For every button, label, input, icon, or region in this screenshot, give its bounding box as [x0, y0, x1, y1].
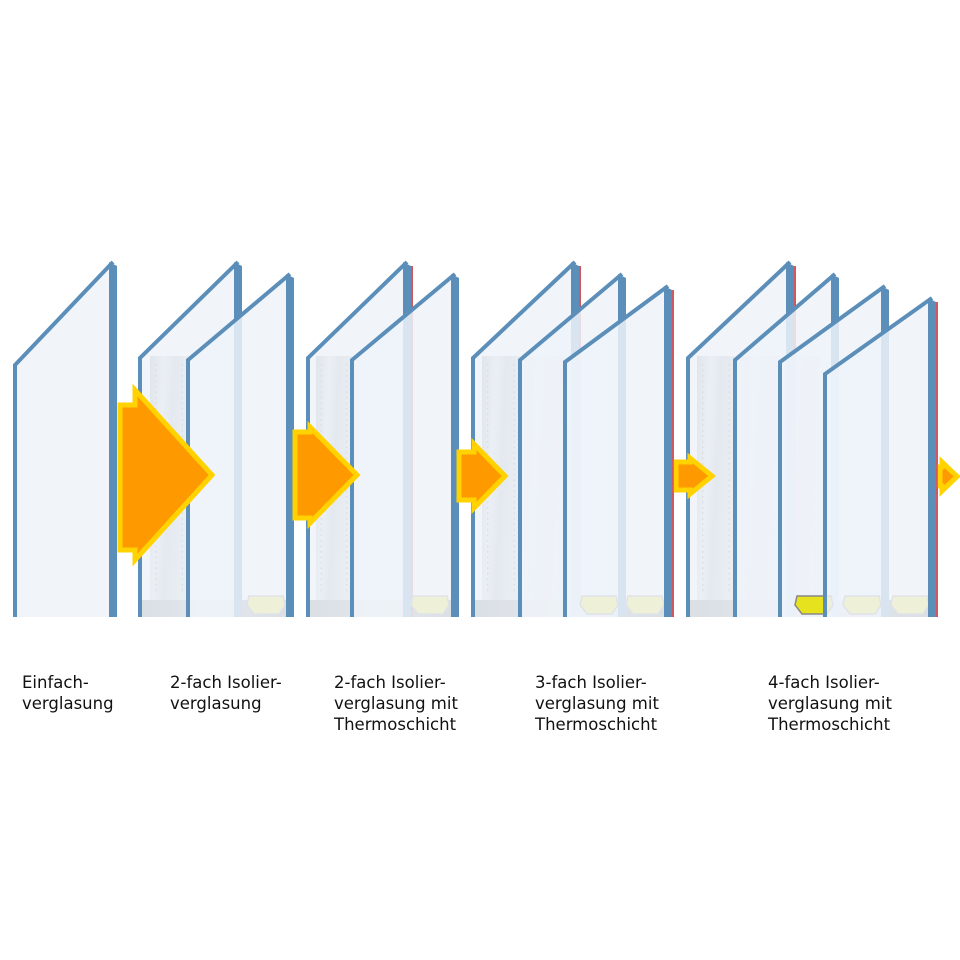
label-line: 2-fach Isolier- — [170, 673, 282, 692]
heat-flow-arrow-icon — [937, 456, 960, 497]
glass-pane-edge — [823, 296, 934, 617]
label-line: Thermoschicht — [768, 715, 891, 734]
glass-pane — [352, 274, 455, 617]
label-double-glazing-thermo: 2-fach Isolier- verglasung mit Thermosch… — [334, 672, 458, 735]
label-line: 3-fach Isolier- — [535, 673, 647, 692]
glass-pane-thickness — [451, 274, 459, 617]
label-line: Einfach- — [22, 673, 89, 692]
heat-flow-arrow-icon — [673, 452, 716, 500]
glass-pane-edge — [306, 260, 409, 617]
heat-flow-arrow-icon — [292, 420, 361, 530]
glass-pane-edge — [686, 260, 792, 617]
glass-pane-edge — [733, 272, 837, 617]
label-line: verglasung mit — [334, 694, 458, 713]
glass-pane-edge — [186, 272, 292, 617]
label-line: 2-fach Isolier- — [334, 673, 446, 692]
label-line: 4-fach Isolier- — [768, 673, 880, 692]
glass-pane-thickness — [109, 262, 117, 617]
label-line: Thermoschicht — [535, 715, 658, 734]
label-single-glazing: Einfach- verglasung — [22, 672, 114, 714]
glass-pane-thickness — [928, 298, 936, 617]
glass-pane — [565, 286, 668, 617]
label-triple-glazing-thermo: 3-fach Isolier- verglasung mit Thermosch… — [535, 672, 659, 735]
glass-pane-edge — [518, 272, 624, 617]
glass-pane-thickness — [664, 286, 672, 617]
glass-pane-edge — [471, 260, 577, 617]
glass-pane-edge — [563, 284, 670, 617]
label-quad-glazing-thermo: 4-fach Isolier- verglasung mit Thermosch… — [768, 672, 892, 735]
glass-pane — [188, 274, 290, 617]
glass-pane-thickness — [286, 274, 294, 617]
label-line: Thermoschicht — [334, 715, 457, 734]
glass-pane — [15, 262, 113, 617]
heat-flow-arrow-icon — [456, 437, 509, 515]
label-double-glazing: 2-fach Isolier- verglasung — [170, 672, 282, 714]
glass-pane-edge — [778, 284, 887, 617]
label-line: verglasung mit — [768, 694, 892, 713]
glass-pane — [825, 298, 932, 617]
glass-pane-edge — [13, 260, 115, 617]
label-line: verglasung — [22, 694, 114, 713]
label-line: verglasung mit — [535, 694, 659, 713]
glass-pane-edge — [350, 272, 457, 617]
label-line: verglasung — [170, 694, 262, 713]
heat-flow-arrow-icon — [117, 383, 216, 567]
